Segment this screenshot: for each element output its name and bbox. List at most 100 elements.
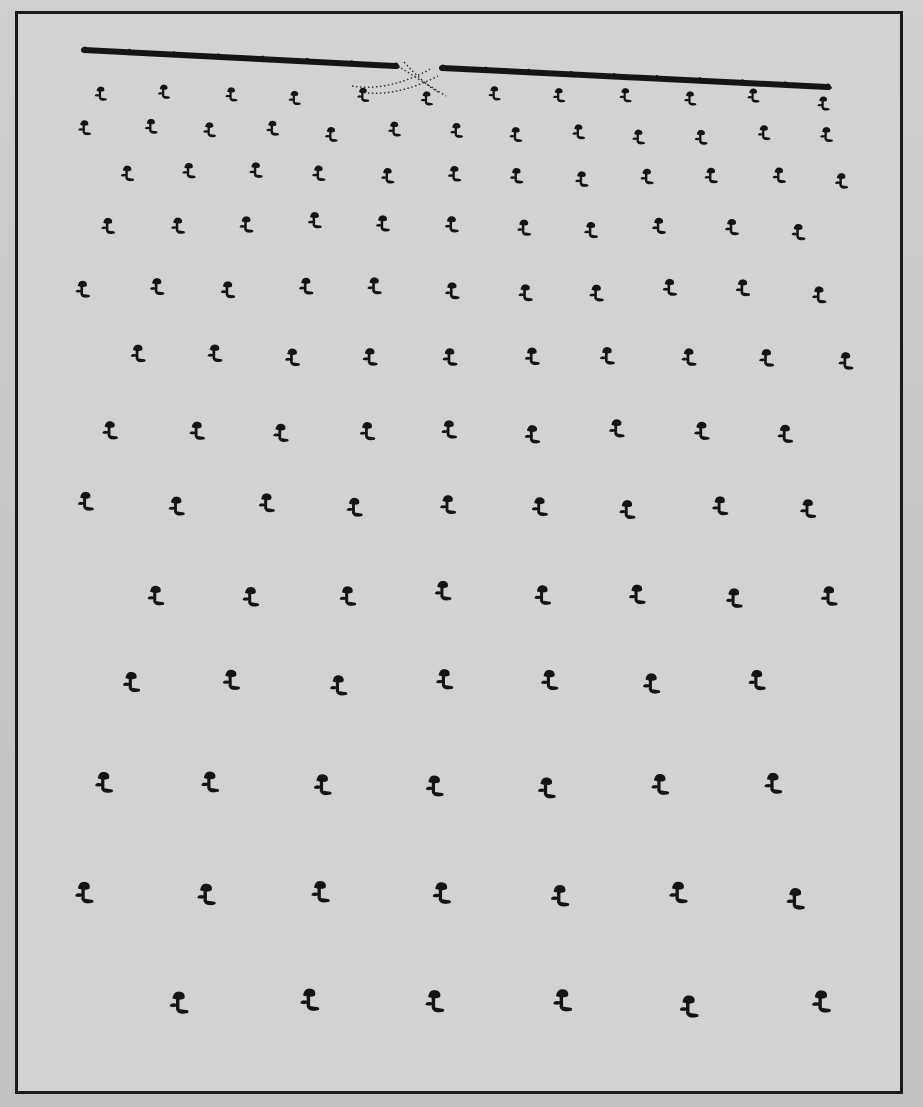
plant-sprout-icon xyxy=(340,586,355,604)
plant-sprout-icon xyxy=(121,166,133,180)
dotted-line xyxy=(398,66,446,96)
plant-sprout-icon xyxy=(641,169,653,183)
plant-sprout-icon xyxy=(182,163,194,177)
plant-sprout-icon xyxy=(223,670,239,689)
plant-sprout-icon xyxy=(551,885,568,905)
plant-sprout-icon xyxy=(609,419,623,436)
plant-sprout-icon xyxy=(150,278,163,294)
plant-sprout-icon xyxy=(190,422,204,439)
plant-sprout-icon xyxy=(78,120,90,134)
plant-sprout-icon xyxy=(440,495,455,512)
plant-sprout-icon xyxy=(519,284,532,300)
plant-sprout-icon xyxy=(376,215,389,230)
plant-sprout-icon xyxy=(489,86,500,99)
plant-sprout-icon xyxy=(249,162,261,176)
plant-sprout-icon xyxy=(694,422,708,439)
plant-sprout-icon xyxy=(778,425,792,442)
plant-sprout-icon xyxy=(538,777,554,796)
bars-group xyxy=(81,47,832,91)
plant-sprout-icon xyxy=(448,166,460,180)
plant-sprout-icon xyxy=(443,348,457,364)
plant-sprout-icon xyxy=(311,881,328,901)
plant-sprout-icon xyxy=(812,990,829,1010)
plant-sprout-icon xyxy=(171,218,184,233)
plant-sprout-icon xyxy=(792,224,805,239)
plant-sprout-icon xyxy=(584,222,597,237)
plant-sprout-icon xyxy=(682,348,696,364)
plant-sprout-icon xyxy=(273,424,287,441)
plant-sprout-icon xyxy=(773,167,785,181)
plant-sprout-icon xyxy=(203,122,215,136)
plant-sprout-icon xyxy=(300,989,317,1009)
plant-sprout-icon xyxy=(442,420,456,437)
plant-sprout-icon xyxy=(695,130,707,144)
plant-sprout-icon xyxy=(357,88,368,101)
plant-sprout-icon xyxy=(726,588,741,606)
plant-sprout-icon xyxy=(259,493,274,510)
plant-sprout-icon xyxy=(425,990,442,1010)
plant-sprout-icon xyxy=(510,168,522,182)
plant-sprout-icon xyxy=(95,772,111,791)
plant-sprout-icon xyxy=(208,344,222,360)
plant-sprout-icon xyxy=(367,277,380,293)
plant-sprout-icon xyxy=(684,91,695,104)
plant-sprout-icon xyxy=(517,220,530,235)
plant-sprout-icon xyxy=(632,130,644,144)
plant-sprout-icon xyxy=(812,286,825,302)
plant-sprout-icon xyxy=(758,125,770,139)
dotted-line xyxy=(360,76,438,93)
plant-sprout-icon xyxy=(347,498,362,515)
plant-sprout-icon xyxy=(450,123,462,137)
plant-sprout-icon xyxy=(821,586,836,604)
plant-sprout-icon xyxy=(325,127,337,141)
plant-sprout-icon xyxy=(669,882,686,902)
plant-sprout-icon xyxy=(308,212,321,227)
plant-sprout-icon xyxy=(314,774,330,793)
plant-sprout-icon xyxy=(433,882,450,902)
plant-sprout-icon xyxy=(426,776,442,795)
plant-sprout-icon xyxy=(435,581,450,599)
plant-sprout-icon xyxy=(148,586,163,604)
plant-sprout-icon xyxy=(201,772,217,791)
plant-sprout-icon xyxy=(553,88,564,101)
plant-sprout-icon xyxy=(764,773,780,792)
plant-sprout-icon xyxy=(748,88,759,101)
plant-sprout-icon xyxy=(759,349,773,365)
plant-sprout-icon xyxy=(652,218,665,233)
plant-sprout-icon xyxy=(103,421,117,438)
plant-sprout-icon xyxy=(197,884,214,904)
plant-sprout-icon xyxy=(436,669,452,688)
marks-group xyxy=(75,85,852,1016)
plant-sprout-icon xyxy=(818,96,829,109)
plant-sprout-icon xyxy=(535,585,550,603)
plant-sprout-icon xyxy=(525,425,539,442)
plant-sprout-icon xyxy=(619,500,634,517)
plant-sprout-icon xyxy=(705,168,717,182)
plant-sprout-icon xyxy=(221,281,234,297)
plant-sprout-icon xyxy=(553,989,570,1009)
plant-sprout-icon xyxy=(820,127,832,141)
plant-sprout-icon xyxy=(95,87,106,100)
plant-sprout-icon xyxy=(510,127,522,141)
plant-sprout-icon xyxy=(158,85,169,98)
plant-sprout-icon xyxy=(835,173,847,187)
plant-sprout-icon xyxy=(266,121,278,135)
plant-sprout-icon xyxy=(240,216,253,231)
plant-sprout-icon xyxy=(575,171,587,185)
plant-sprout-icon xyxy=(643,673,659,692)
plant-sprout-icon xyxy=(131,345,145,361)
plant-sprout-icon xyxy=(445,216,458,231)
plant-sprout-icon xyxy=(123,672,139,691)
plant-sprout-icon xyxy=(736,279,749,295)
plant-sprout-icon xyxy=(225,87,236,100)
plant-sprout-icon xyxy=(363,348,377,364)
plant-sprout-icon xyxy=(243,587,258,605)
plant-sprout-icon xyxy=(421,91,432,104)
plant-sprout-icon xyxy=(590,285,603,301)
plant-sprout-icon xyxy=(299,278,312,294)
plant-sprout-icon xyxy=(75,882,92,902)
plant-sprout-icon xyxy=(629,585,644,603)
plant-sprout-icon xyxy=(445,282,458,298)
